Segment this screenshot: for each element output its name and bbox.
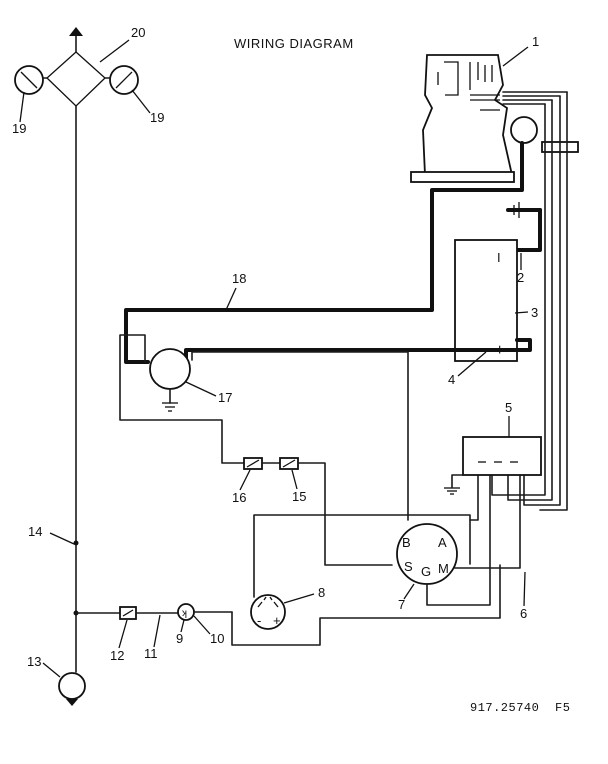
starter-motor-body — [149, 348, 191, 390]
callout-9: 9 — [176, 631, 183, 646]
ammeter: - + — [250, 594, 286, 630]
engine-base — [410, 171, 515, 183]
callout-19-right: 19 — [150, 110, 164, 125]
ammeter-body — [250, 594, 286, 630]
switch-terminal-m: M — [438, 561, 449, 576]
switch-terminal-s: S — [404, 559, 413, 574]
callouts: 20 19 19 1 2 3 4 5 6 7 8 9 10 11 12 13 1… — [12, 25, 539, 678]
safety-to-switch-s — [297, 462, 393, 566]
callout-19-left: 19 — [12, 121, 26, 136]
callout-12: 12 — [110, 648, 124, 663]
starter-safety-loop — [119, 334, 245, 464]
headlight-assembly — [14, 27, 139, 107]
callout-17: 17 — [218, 390, 232, 405]
callout-6: 6 — [520, 606, 527, 621]
part-code: 917.25740 — [470, 701, 539, 715]
battery-case — [454, 239, 518, 362]
svg-text:ʞ: ʞ — [182, 608, 187, 619]
terminal-block-ground-symbol — [444, 487, 460, 495]
battery: I + — [454, 239, 518, 362]
callout-18: 18 — [232, 271, 246, 286]
battery-negative-terminal: I — [497, 250, 501, 265]
ignition-switch: B A S G M — [396, 523, 458, 585]
callout-2: 2 — [517, 270, 524, 285]
engine-outline — [422, 54, 514, 176]
ammeter-to-switch-a — [253, 514, 471, 598]
heavy-cable-18 — [124, 141, 524, 364]
callout-14: 14 — [28, 524, 42, 539]
callout-5: 5 — [505, 400, 512, 415]
starter-to-switch-b — [191, 351, 409, 521]
callout-7: 7 — [398, 597, 405, 612]
headlight-harness-diamond — [46, 51, 106, 107]
ammeter-minus: - — [257, 613, 261, 628]
callout-3: 3 — [531, 305, 538, 320]
figure-code: F5 — [555, 701, 570, 715]
taillight-lamp — [58, 672, 86, 700]
callout-15: 15 — [292, 489, 306, 504]
taillight — [58, 672, 86, 706]
light-switch-feed-wire — [231, 564, 501, 646]
callout-16: 16 — [232, 490, 246, 505]
battery-positive-cable — [184, 338, 532, 364]
ammeter-plus: + — [273, 613, 281, 628]
switch-terminal-a: A — [438, 535, 447, 550]
diagram-title: WIRING DIAGRAM — [234, 36, 354, 51]
engine-magneto — [510, 116, 538, 144]
battery-negative-cable — [515, 208, 542, 252]
callout-1: 1 — [532, 34, 539, 49]
callout-11: 11 — [144, 646, 158, 661]
callout-10: 10 — [210, 631, 224, 646]
callout-8: 8 — [318, 585, 325, 600]
starter-motor — [149, 348, 191, 412]
engine — [410, 54, 579, 183]
headlight-ground-symbol — [69, 27, 83, 36]
taillight-ground-symbol — [66, 699, 78, 706]
terminal-block-case — [462, 436, 542, 476]
engine-ground-symbol — [509, 202, 520, 218]
switch-terminal-g: G — [421, 564, 431, 579]
callout-4: 4 — [448, 372, 455, 387]
callout-13: 13 — [27, 654, 41, 669]
callout-20: 20 — [131, 25, 145, 40]
switch-terminal-b: B — [402, 535, 411, 550]
terminal-block — [462, 436, 542, 476]
